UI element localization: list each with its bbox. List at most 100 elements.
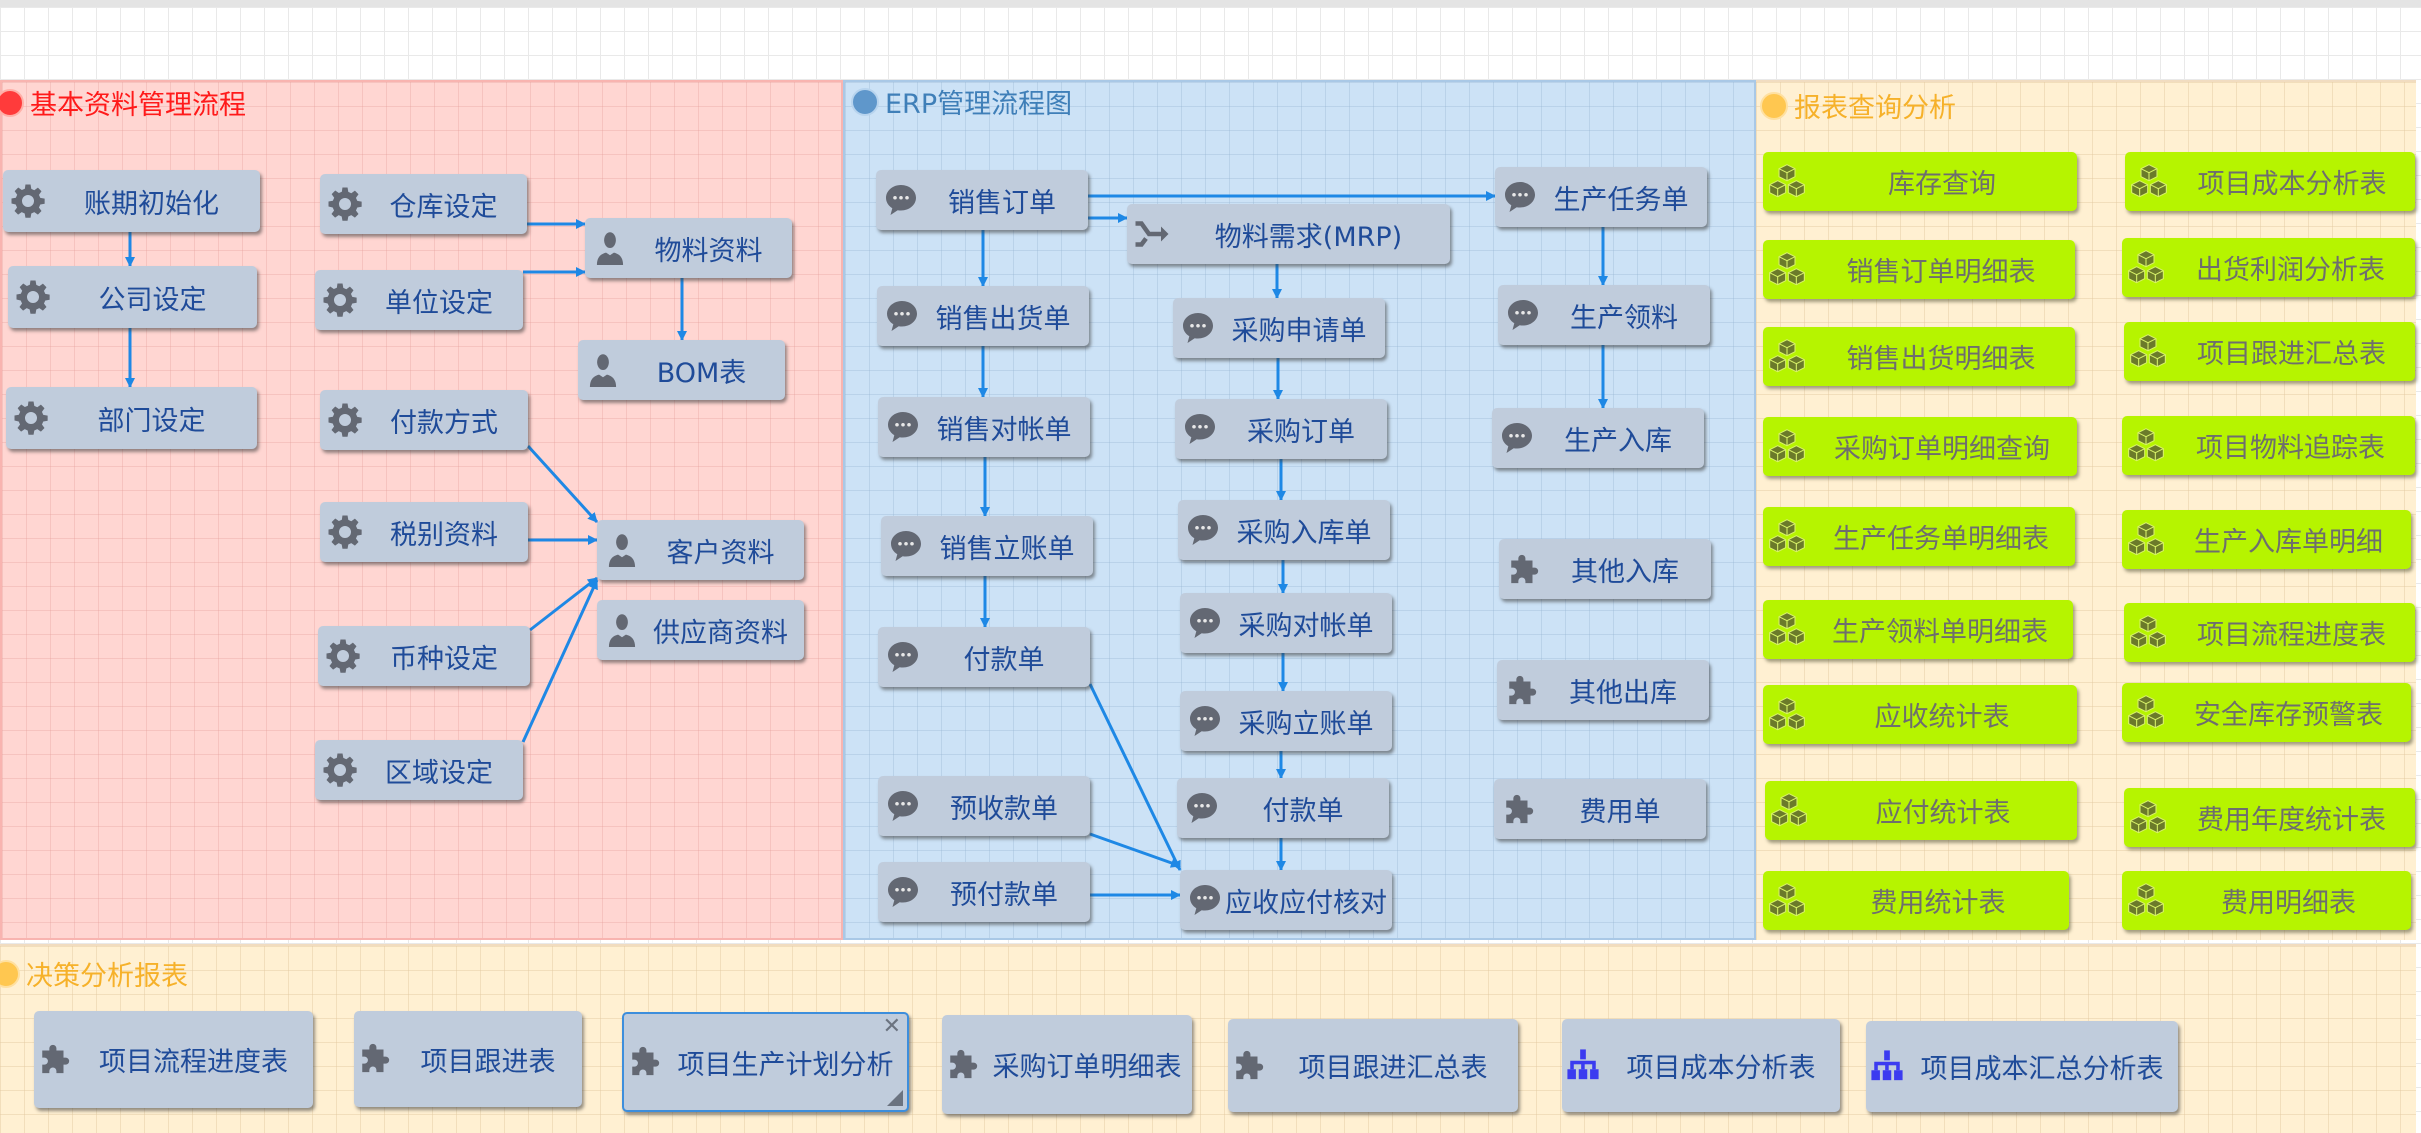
decision-report-button[interactable]: 采购订单明细表 bbox=[942, 1015, 1192, 1114]
flow-node-e9[interactable]: 采购申请单 bbox=[1173, 298, 1385, 358]
report-button[interactable]: 费用明细表 bbox=[2122, 871, 2411, 930]
flow-node-b12[interactable]: 客户资料 bbox=[597, 520, 804, 580]
cubes-icon bbox=[2126, 694, 2166, 732]
flow-node-b7[interactable]: 税别资料 bbox=[320, 502, 528, 562]
flow-node-e13[interactable]: 采购立账单 bbox=[1180, 691, 1392, 751]
report-button[interactable]: 生产领料单明细表 bbox=[1763, 600, 2073, 659]
decision-report-button[interactable]: 项目跟进表 bbox=[354, 1011, 582, 1107]
decision-report-button[interactable]: 项目跟进汇总表 bbox=[1228, 1019, 1518, 1112]
circle-icon bbox=[0, 959, 20, 988]
report-button[interactable]: 费用统计表 bbox=[1763, 871, 2069, 930]
report-button[interactable]: 费用年度统计表 bbox=[2124, 788, 2415, 847]
report-label: 生产领料单明细表 bbox=[1832, 617, 2048, 648]
report-button[interactable]: 采购订单明细查询 bbox=[1763, 417, 2077, 476]
user-icon bbox=[603, 531, 641, 569]
close-icon[interactable]: ✕ bbox=[882, 1014, 901, 1039]
flow-node-e6[interactable]: 预收款单 bbox=[878, 776, 1090, 836]
flow-node-e18[interactable]: 生产入库 bbox=[1492, 408, 1704, 468]
chat-bubble-icon bbox=[882, 181, 920, 219]
report-label: 费用明细表 bbox=[2221, 888, 2356, 919]
flow-node-e19[interactable]: 其他入库 bbox=[1499, 539, 1711, 599]
node-label: 费用单 bbox=[1579, 796, 1661, 828]
flow-node-b4[interactable]: 仓库设定 bbox=[320, 174, 527, 234]
chat-bubble-icon bbox=[883, 297, 921, 335]
report-button[interactable]: 销售订单明细表 bbox=[1763, 240, 2075, 299]
report-button[interactable]: 项目物料追踪表 bbox=[2122, 416, 2415, 475]
flow-node-e8[interactable]: 物料需求(MRP) bbox=[1127, 204, 1450, 264]
flow-node-b13[interactable]: 供应商资料 bbox=[597, 600, 804, 660]
top-toolbar-strip bbox=[0, 0, 2421, 7]
cubes-icon bbox=[1769, 792, 1809, 830]
flow-node-b11[interactable]: BOM表 bbox=[578, 340, 785, 400]
decision-report-button[interactable]: 项目成本分析表 bbox=[1562, 1019, 1840, 1112]
cubes-icon bbox=[2129, 163, 2169, 201]
flow-node-e16[interactable]: 生产任务单 bbox=[1495, 167, 1707, 227]
node-label: 单位设定 bbox=[385, 287, 493, 319]
decision-report-label: 采购订单明细表 bbox=[992, 1052, 1182, 1083]
gear-icon bbox=[326, 401, 364, 439]
flow-node-e12[interactable]: 采购对帐单 bbox=[1180, 593, 1392, 653]
flow-node-e1[interactable]: 销售订单 bbox=[876, 170, 1088, 230]
node-label: 物料需求(MRP) bbox=[1214, 221, 1403, 253]
chat-bubble-icon bbox=[1186, 604, 1224, 642]
chat-bubble-icon bbox=[1186, 881, 1224, 919]
report-button[interactable]: 安全库存预警表 bbox=[2122, 683, 2411, 742]
report-label: 费用年度统计表 bbox=[2197, 805, 2386, 836]
report-button[interactable]: 出货利润分析表 bbox=[2122, 238, 2415, 297]
node-label: 销售对帐单 bbox=[936, 414, 1072, 446]
report-button[interactable]: 生产任务单明细表 bbox=[1763, 507, 2075, 566]
cubes-icon bbox=[2126, 249, 2166, 287]
flow-node-b3[interactable]: 部门设定 bbox=[6, 387, 257, 449]
flow-node-e10[interactable]: 采购订单 bbox=[1175, 399, 1387, 459]
flow-node-e7[interactable]: 预付款单 bbox=[878, 862, 1090, 922]
flow-node-b1[interactable]: 账期初始化 bbox=[3, 170, 260, 232]
report-button[interactable]: 项目跟进汇总表 bbox=[2124, 322, 2415, 381]
circle-icon bbox=[1760, 91, 1788, 120]
node-label: 物料资料 bbox=[654, 235, 763, 267]
flow-node-b6[interactable]: 付款方式 bbox=[320, 390, 528, 450]
flow-node-e21[interactable]: 费用单 bbox=[1494, 779, 1706, 839]
merge-arrow-icon bbox=[1133, 215, 1171, 253]
flow-node-e11[interactable]: 采购入库单 bbox=[1178, 500, 1390, 560]
report-button[interactable]: 库存查询 bbox=[1763, 152, 2077, 211]
flow-node-e15[interactable]: 应收应付核对 bbox=[1180, 870, 1392, 930]
section-title-basic: 基本资料管理流程 bbox=[0, 83, 246, 122]
gear-icon bbox=[326, 513, 364, 551]
flow-node-b5[interactable]: 单位设定 bbox=[315, 270, 523, 330]
resize-handle-icon[interactable] bbox=[887, 1090, 903, 1106]
circle-icon bbox=[851, 87, 879, 116]
puzzle-icon bbox=[1505, 550, 1543, 588]
chat-bubble-icon bbox=[1179, 309, 1217, 347]
decision-report-button[interactable]: 项目生产计划分析✕ bbox=[622, 1012, 909, 1112]
report-button[interactable]: 应收统计表 bbox=[1763, 685, 2077, 744]
flow-node-e2[interactable]: 销售出货单 bbox=[877, 286, 1089, 346]
flow-node-e4[interactable]: 销售立账单 bbox=[881, 516, 1093, 576]
node-label: 生产领料 bbox=[1570, 302, 1678, 334]
decision-report-button[interactable]: 项目流程进度表 bbox=[34, 1011, 313, 1108]
flow-node-e5[interactable]: 付款单 bbox=[878, 627, 1090, 687]
user-icon bbox=[591, 229, 629, 267]
flow-node-b10[interactable]: 物料资料 bbox=[585, 218, 792, 278]
node-label: 其他出库 bbox=[1569, 677, 1677, 709]
flow-node-e14[interactable]: 付款单 bbox=[1177, 778, 1389, 838]
report-button[interactable]: 销售出货明细表 bbox=[1763, 327, 2075, 386]
node-label: 采购入库单 bbox=[1236, 517, 1372, 549]
flow-node-b9[interactable]: 区域设定 bbox=[315, 740, 523, 800]
puzzle-icon bbox=[628, 1044, 664, 1080]
cubes-icon bbox=[2128, 799, 2168, 837]
report-button[interactable]: 项目成本分析表 bbox=[2125, 152, 2415, 211]
flow-node-b2[interactable]: 公司设定 bbox=[8, 266, 257, 328]
report-button[interactable]: 应付统计表 bbox=[1765, 781, 2077, 840]
cubes-icon bbox=[1767, 696, 1807, 734]
node-label: 仓库设定 bbox=[389, 191, 498, 223]
report-button[interactable]: 生产入库单明细 bbox=[2122, 510, 2411, 569]
report-button[interactable]: 项目流程进度表 bbox=[2124, 603, 2415, 662]
flow-node-e17[interactable]: 生产领料 bbox=[1498, 285, 1710, 345]
flow-node-b8[interactable]: 币种设定 bbox=[318, 626, 530, 686]
flow-node-e3[interactable]: 销售对帐单 bbox=[878, 397, 1090, 457]
flow-node-e20[interactable]: 其他出库 bbox=[1497, 660, 1709, 720]
decision-report-label: 项目成本分析表 bbox=[1626, 1053, 1816, 1084]
node-label: 采购立账单 bbox=[1238, 708, 1374, 740]
report-label: 应付统计表 bbox=[1875, 798, 2011, 829]
decision-report-button[interactable]: 项目成本汇总分析表 bbox=[1866, 1021, 2178, 1112]
